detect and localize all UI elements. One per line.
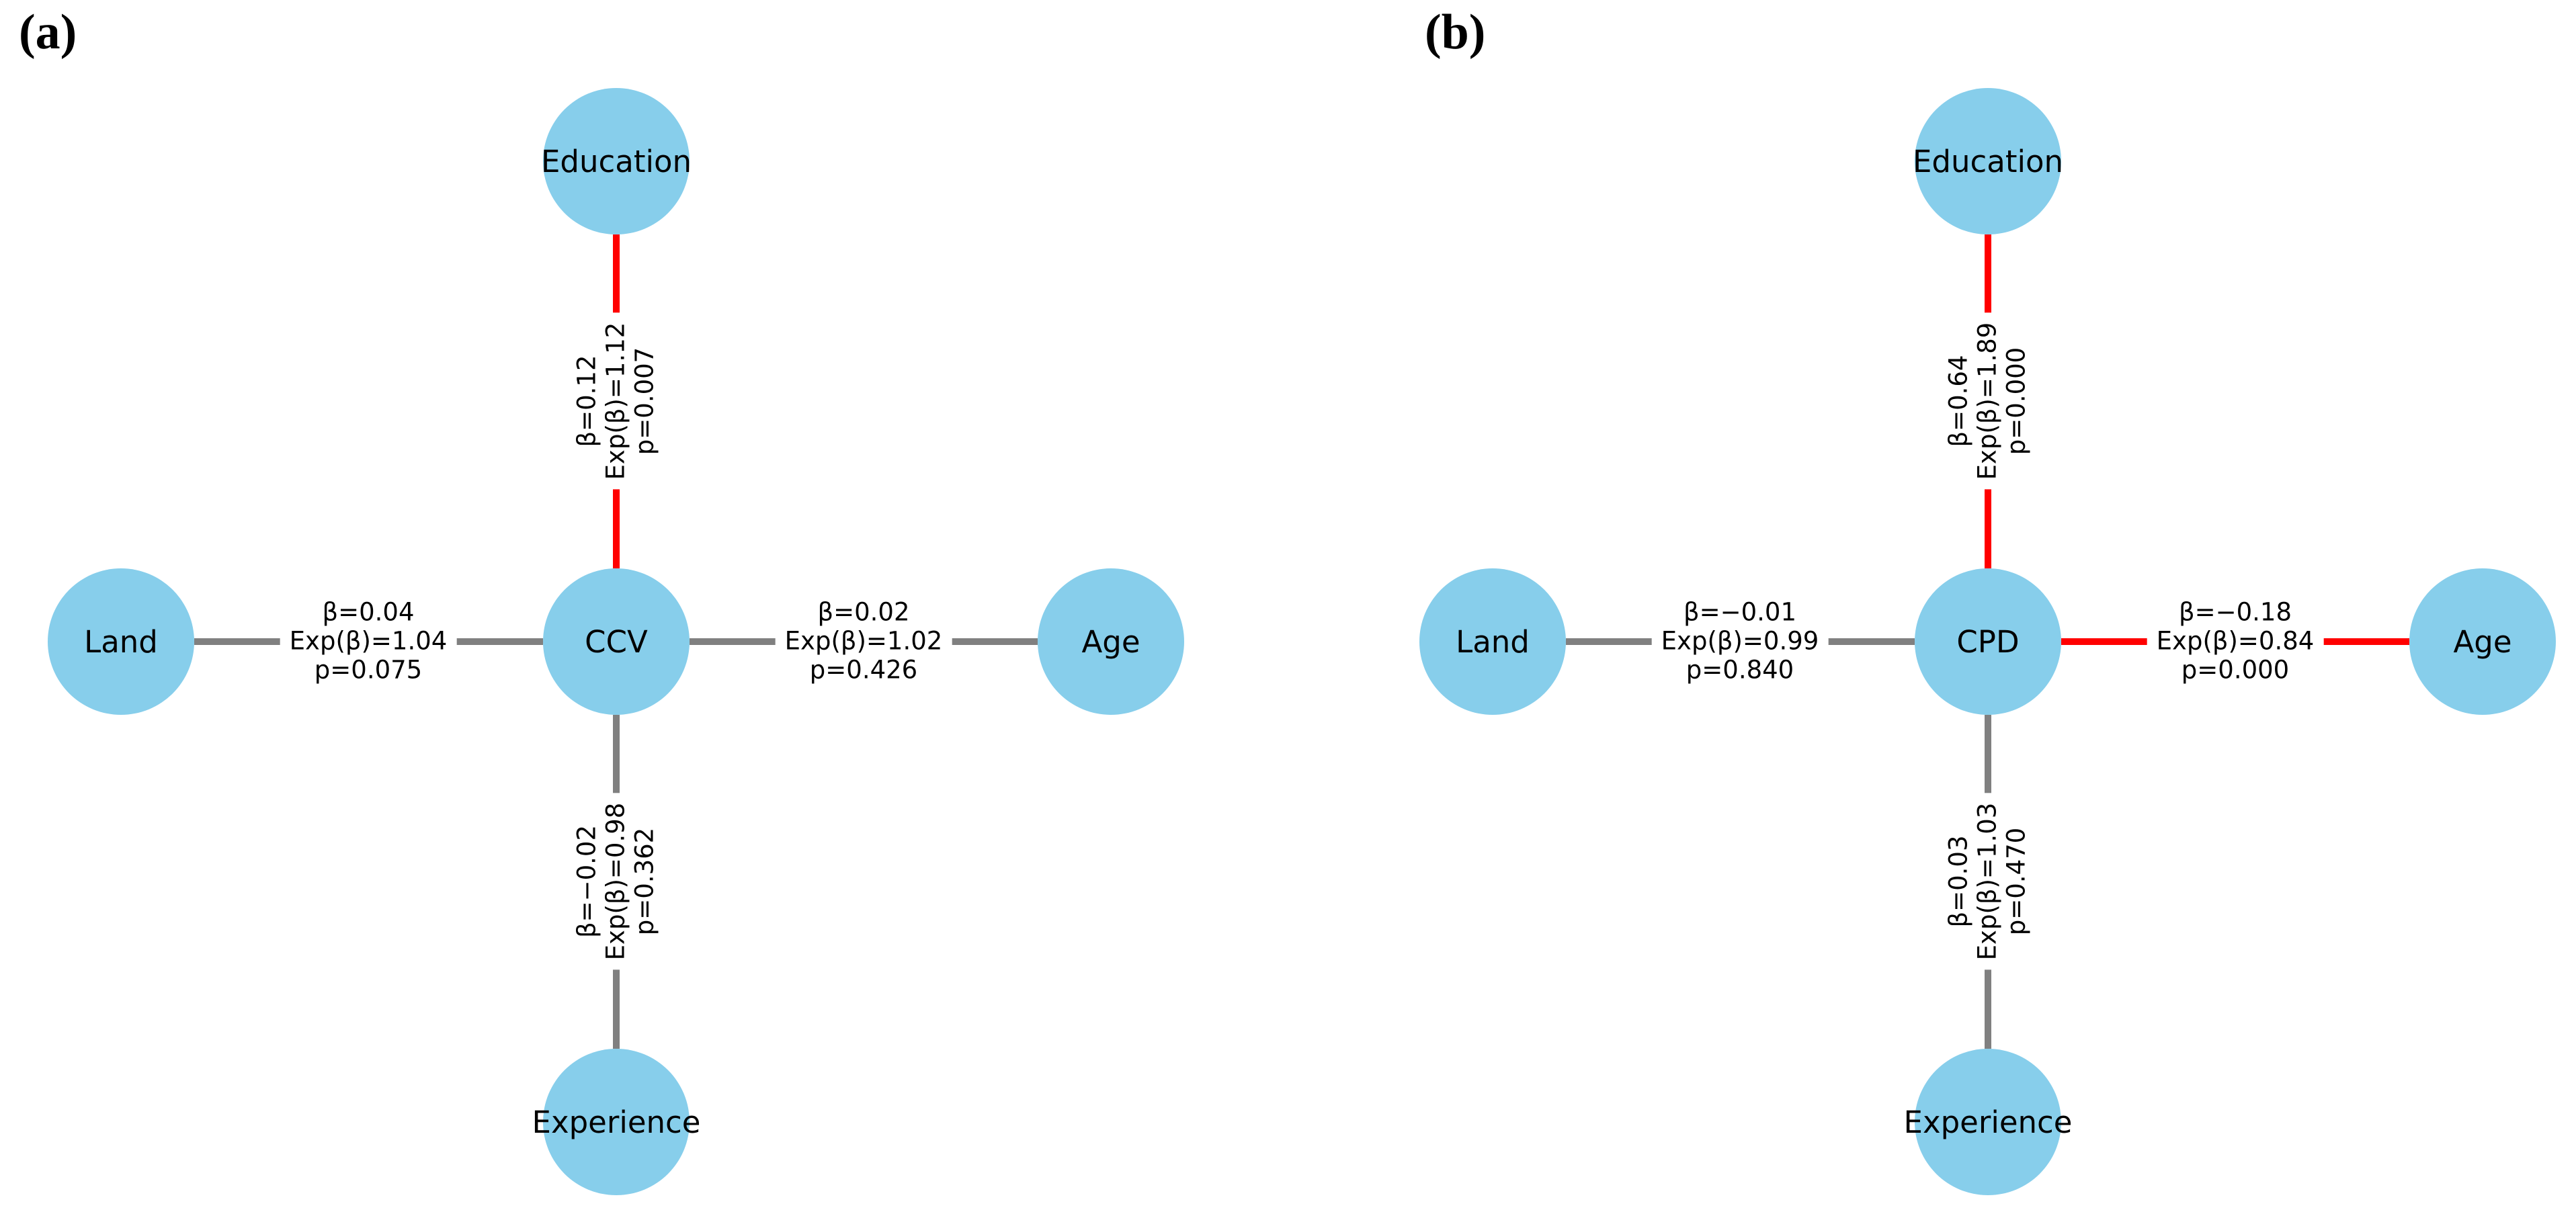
- exp-beta-value: Exp(β)=1.04: [289, 626, 448, 656]
- edge-label-cpd-education: β=0.64 Exp(β)=1.89 p=0.000: [1939, 312, 2037, 490]
- p-value: p=0.426: [809, 655, 918, 685]
- beta-value: β=−0.01: [1683, 597, 1796, 627]
- p-value: p=0.840: [1686, 655, 1794, 685]
- p-value: p=0.075: [314, 655, 423, 685]
- beta-value: β=−0.18: [2178, 597, 2292, 627]
- exp-beta-value: Exp(β)=1.89: [1972, 322, 2002, 480]
- node-center-ccv: CCV: [543, 568, 690, 715]
- node-experience: Experience: [1904, 1049, 2072, 1195]
- edge-label-ccv-land: β=0.04 Exp(β)=1.04 p=0.075: [280, 593, 457, 691]
- node-label: Experience: [1903, 1104, 2073, 1140]
- node-label: Age: [2453, 623, 2512, 660]
- exp-beta-value: Exp(β)=1.02: [784, 626, 943, 656]
- beta-value: β=0.04: [322, 597, 415, 627]
- node-education: Education: [1912, 88, 2064, 234]
- node-center-cpd: CPD: [1915, 568, 2061, 715]
- beta-value: β=0.64: [1944, 355, 1973, 447]
- node-age: Age: [1038, 568, 1184, 715]
- node-experience: Experience: [532, 1049, 700, 1195]
- beta-value: β=0.02: [817, 597, 910, 627]
- edge-label-cpd-age: β=−0.18 Exp(β)=0.84 p=0.000: [2147, 593, 2324, 691]
- node-label: Experience: [532, 1104, 701, 1140]
- node-label: Land: [1456, 623, 1530, 660]
- edge-label-cpd-land: β=−0.01 Exp(β)=0.99 p=0.840: [1651, 593, 1829, 691]
- node-land: Land: [48, 568, 194, 715]
- node-label: CPD: [1956, 623, 2020, 660]
- edge-label-cpd-experience: β=0.03 Exp(β)=1.03 p=0.470: [1939, 793, 2037, 970]
- panel-b-label: (b): [1425, 5, 1486, 60]
- exp-beta-value: Exp(β)=0.84: [2156, 626, 2315, 656]
- exp-beta-value: Exp(β)=0.99: [1661, 626, 1819, 656]
- node-land: Land: [1419, 568, 1566, 715]
- node-education: Education: [540, 88, 692, 234]
- node-label: CCV: [585, 623, 648, 660]
- edge-label-ccv-age: β=0.02 Exp(β)=1.02 p=0.426: [775, 593, 952, 691]
- node-label: Education: [540, 143, 692, 179]
- p-value: p=0.000: [2001, 347, 2031, 456]
- beta-value: β=0.03: [1944, 835, 1973, 928]
- exp-beta-value: Exp(β)=1.03: [1972, 802, 2002, 961]
- node-label: Education: [1912, 143, 2064, 179]
- node-age: Age: [2409, 568, 2556, 715]
- node-label: Age: [1081, 623, 1140, 660]
- p-value: p=0.470: [2001, 827, 2031, 936]
- panel-a-label: (a): [19, 5, 77, 60]
- node-label: Land: [84, 623, 158, 660]
- p-value: p=0.000: [2181, 655, 2290, 685]
